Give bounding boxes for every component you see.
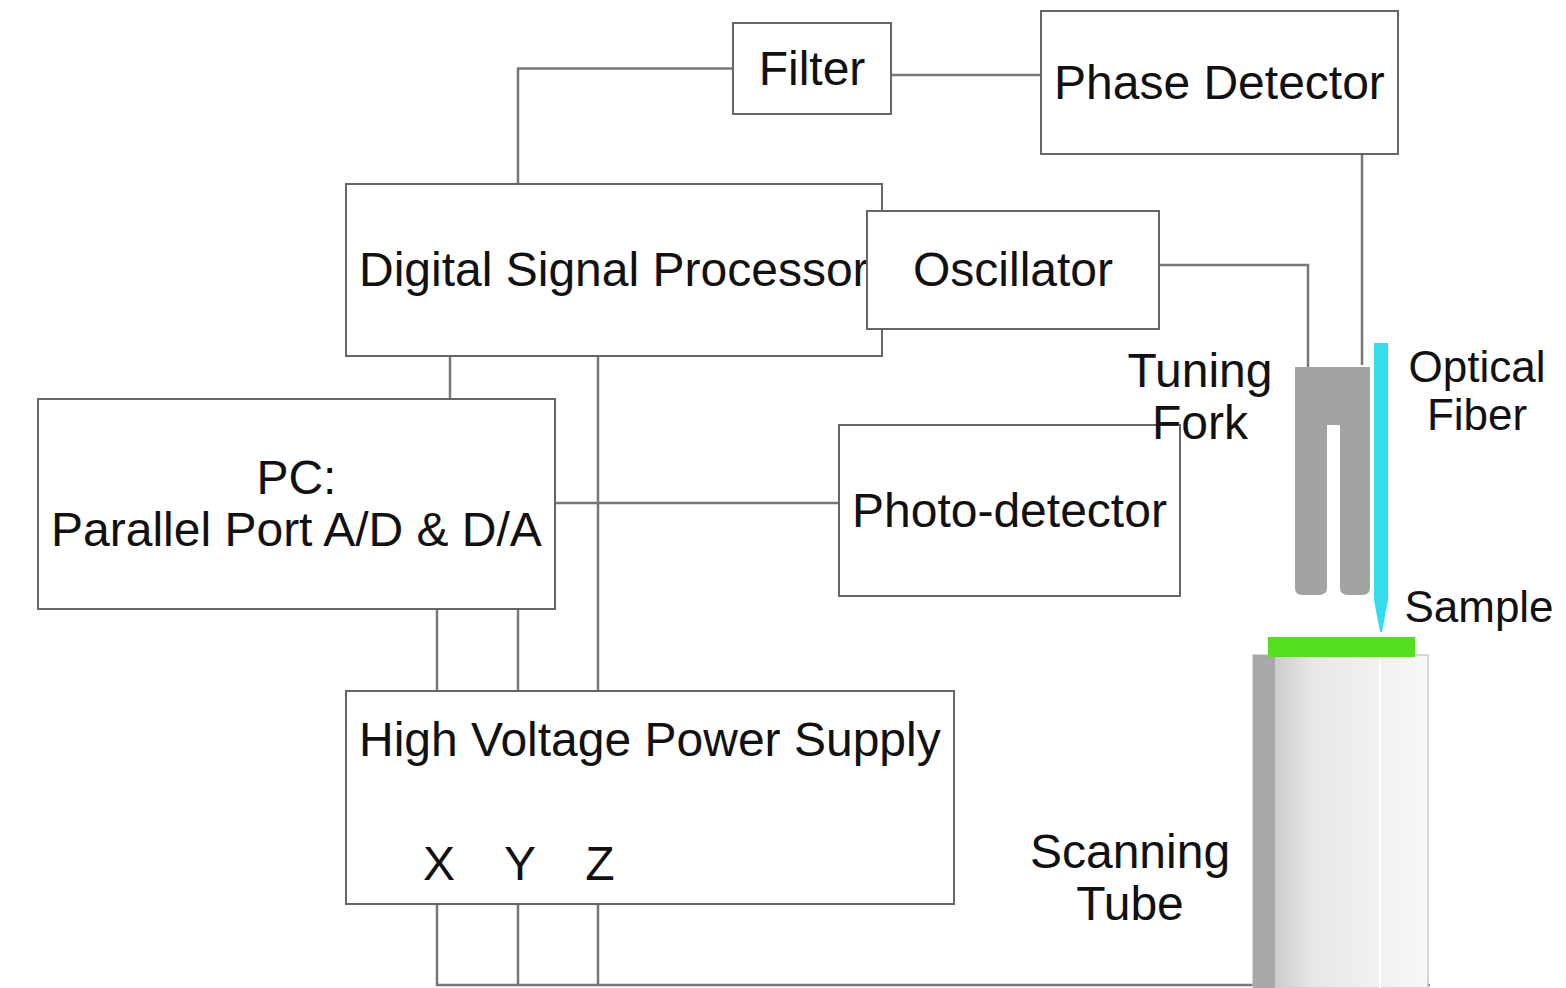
filter-box: Filter <box>732 22 892 115</box>
signal-wire <box>892 74 1040 77</box>
tuning-fork <box>1295 367 1370 595</box>
detector-box: Phase Detector <box>1040 10 1399 155</box>
box-text: Phase Detector <box>1054 57 1385 109</box>
signal-wire <box>518 69 732 184</box>
power-supply-box: High Voltage Power SupplyXYZ <box>345 690 955 905</box>
tube-highlight <box>1379 655 1381 988</box>
axis-label: X <box>423 838 455 890</box>
processor-box: Digital Signal Processor <box>345 183 883 357</box>
y-wire <box>517 905 520 985</box>
part-label: Optical Fiber <box>1396 343 1558 438</box>
box-text: Digital Signal Processor <box>359 244 869 296</box>
box-text: Filter <box>759 43 866 95</box>
oscillator-box: Oscillator <box>866 210 1160 330</box>
signal-wire <box>597 357 600 690</box>
box-text: PC: <box>256 452 336 504</box>
optical-fiber <box>1374 343 1388 632</box>
scanning-tube <box>1253 655 1428 988</box>
box-text: High Voltage Power Supply <box>359 714 941 766</box>
box-text: Parallel Port A/D & D/A <box>51 504 542 556</box>
part-label: Sample <box>1400 583 1558 631</box>
axis-label: Z <box>585 838 614 890</box>
part-label: Scanning Tube <box>1010 826 1250 930</box>
box-text: Photo-detector <box>852 485 1167 537</box>
sample <box>1268 637 1415 657</box>
computer-box: PC:Parallel Port A/D & D/A <box>37 398 556 610</box>
box-text: Oscillator <box>913 244 1113 296</box>
z-wire <box>597 905 600 985</box>
photodetector-box: Photo-detector <box>838 424 1181 597</box>
part-label: Tuning Fork <box>1110 345 1290 449</box>
axis-label: Y <box>504 838 536 890</box>
tube-shade <box>1253 655 1275 988</box>
